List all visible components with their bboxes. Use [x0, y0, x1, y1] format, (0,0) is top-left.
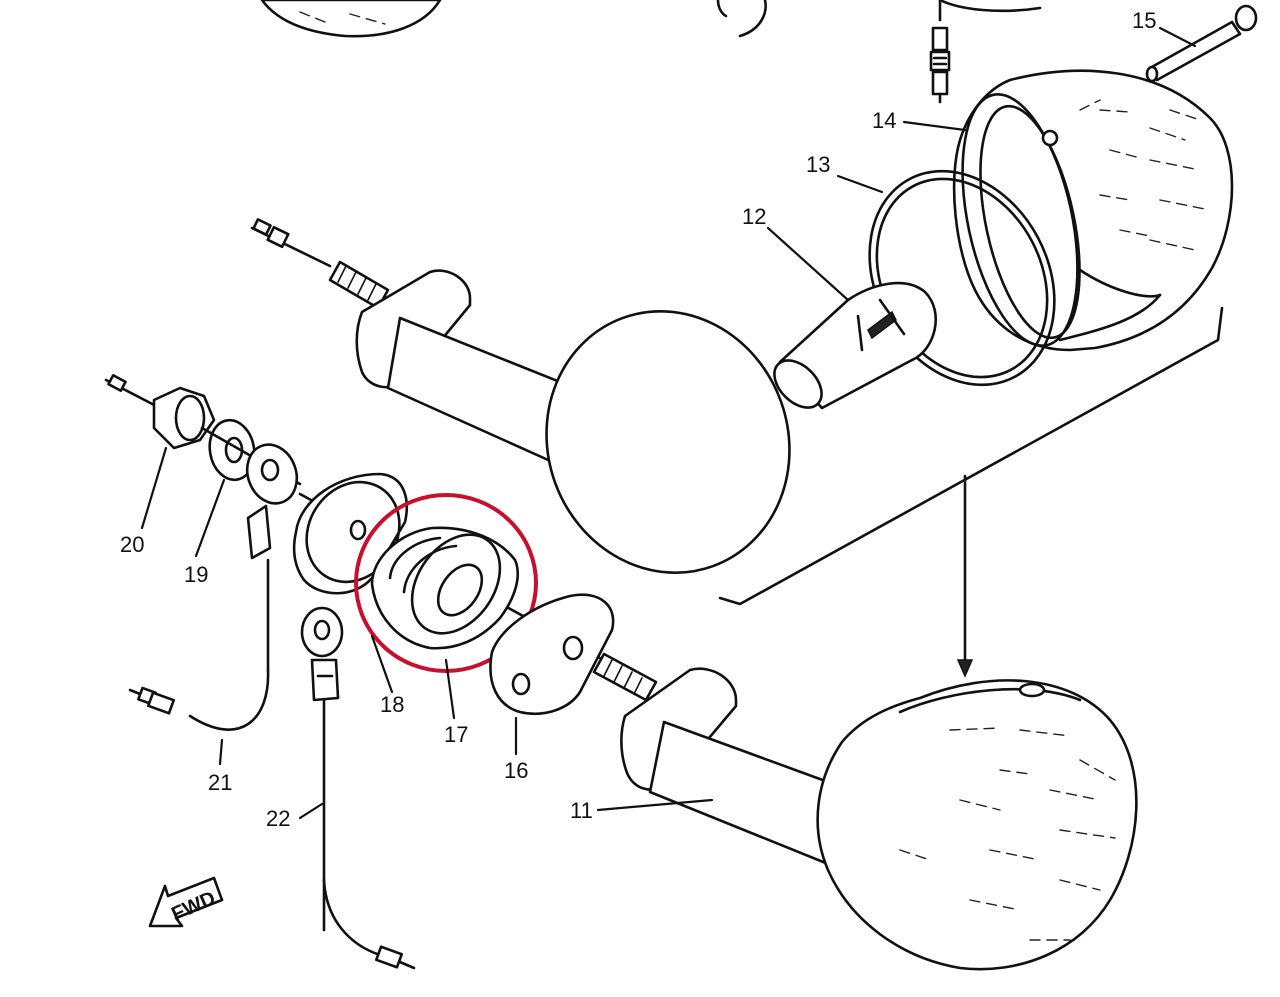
leader-19 — [194, 478, 226, 558]
part-20-nut — [104, 373, 216, 450]
callout-19: 19 — [184, 562, 208, 587]
top-wire-terminal — [929, 0, 951, 104]
callout-16: 16 — [504, 758, 528, 783]
leader-21 — [218, 738, 224, 766]
part-14-lens — [952, 69, 1234, 352]
leader-18 — [370, 634, 394, 694]
part-12-bulb — [773, 281, 937, 410]
top-partial-bracket — [716, 0, 1042, 38]
part-15-screw — [1145, 4, 1258, 83]
callout-22: 22 — [266, 806, 290, 831]
callout-17: 17 — [444, 722, 468, 747]
leader-22 — [298, 802, 324, 820]
callout-13: 13 — [806, 152, 830, 177]
upper-lamp-housing — [250, 218, 791, 574]
assembly-bracket — [718, 306, 1224, 678]
leader-14 — [902, 120, 967, 132]
leader-11 — [596, 798, 714, 812]
callout-18: 18 — [380, 692, 404, 717]
callout-21: 21 — [208, 770, 232, 795]
top-partial-lamp-lens — [260, 0, 442, 38]
part-11-lower-lamp-housing — [592, 652, 1138, 971]
leader-17 — [444, 658, 456, 720]
leader-12 — [766, 226, 850, 302]
part-16-mounting-plate — [489, 593, 615, 716]
callout-20: 20 — [120, 532, 144, 557]
part-21-wire-lead — [128, 443, 299, 731]
callout-14: 14 — [872, 108, 896, 133]
callout-labels: 15 14 13 12 20 19 21 22 18 17 16 11 — [120, 8, 1156, 831]
part-22-wire-lead — [300, 606, 416, 970]
leader-15 — [1158, 26, 1197, 48]
callout-15: 15 — [1132, 8, 1156, 33]
part-17-grommet — [370, 526, 519, 650]
callout-12: 12 — [742, 204, 766, 229]
leader-13 — [836, 174, 884, 194]
leader-lines — [140, 26, 1197, 820]
forward-direction-marker: FWD — [148, 876, 224, 928]
highlight-circle — [354, 493, 538, 673]
leader-20 — [140, 446, 168, 530]
callout-11: 11 — [570, 798, 593, 823]
